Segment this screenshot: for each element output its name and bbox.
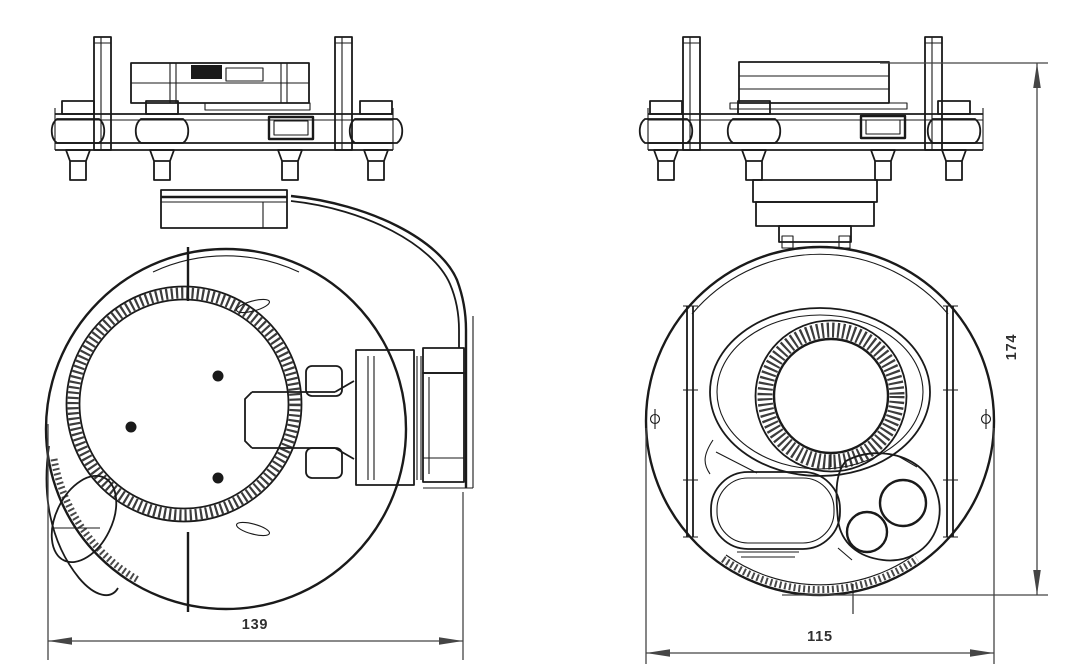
dimension-side-width: 139	[47, 424, 464, 660]
front-view	[638, 36, 996, 614]
side-view-yaw-motor	[160, 189, 288, 229]
side-view	[44, 36, 474, 612]
main-lens-outer	[754, 319, 908, 473]
front-view-camera-ball	[644, 245, 996, 614]
rim-slot	[235, 521, 271, 537]
side-cover-hatch-ring	[67, 287, 301, 521]
ball-inner-arc-top	[691, 253, 949, 315]
front-view-mount-plate	[638, 36, 984, 181]
thermal-window-inner	[716, 477, 835, 544]
motor-cap	[422, 347, 465, 374]
ball-bottom-hatch	[720, 556, 920, 594]
aux-lens-pod	[835, 452, 941, 562]
damper-module	[638, 100, 982, 144]
side-view-pitch-motor	[244, 347, 465, 486]
ball-inner-arc	[152, 255, 300, 273]
front-view-camera-face	[704, 307, 941, 562]
ball-outline	[44, 247, 408, 611]
side-view-camera-ball	[44, 247, 408, 612]
rim-slot	[235, 298, 271, 314]
side-rail-right	[943, 305, 958, 538]
thermal-window-outer	[710, 471, 841, 550]
cover-screw	[125, 421, 137, 433]
arrowhead-down	[1033, 570, 1041, 595]
shaft-clamp-top	[305, 365, 343, 397]
lens-hood-inner	[716, 314, 924, 470]
motor-body	[422, 372, 465, 483]
lens-barrel	[45, 445, 119, 597]
arrowhead-left	[48, 637, 72, 645]
arrowhead-right	[439, 637, 463, 645]
dimension-front-width-label: 115	[807, 629, 833, 645]
electronics-box	[729, 61, 908, 110]
side-rail-left	[683, 305, 698, 538]
front-view-yaw-motor	[752, 179, 878, 249]
ball-outline	[644, 245, 996, 597]
arrowhead-up	[1033, 63, 1041, 88]
dimension-side-width-label: 139	[242, 617, 269, 633]
cover-screw	[212, 472, 224, 484]
dimension-front-width: 115	[645, 428, 995, 664]
side-view-mount-plate	[50, 36, 404, 181]
electronics-box	[130, 62, 311, 111]
side-view-arm	[290, 194, 474, 489]
ball-inner-arc-bottom	[725, 554, 915, 586]
rim-screw-hole	[649, 409, 992, 429]
dimension-height: 174	[782, 62, 1048, 596]
extension-line	[645, 428, 995, 664]
side-cover-inner	[78, 298, 290, 510]
connector-port	[191, 65, 222, 79]
standoff-posts	[93, 36, 353, 151]
dimension-height-label: 174	[1004, 334, 1020, 361]
aux-lens-large	[878, 478, 928, 528]
shaft-clamp-bottom	[305, 447, 343, 479]
mount-bolts	[65, 149, 389, 181]
main-lens-hatch-ring	[757, 322, 905, 470]
dimensions: 139 115 174	[47, 62, 1048, 664]
side-cover-outer	[65, 285, 303, 523]
extension-line	[47, 424, 464, 660]
arrowhead-left	[646, 649, 670, 657]
plate-lower-band	[648, 142, 983, 151]
window-under-lines	[737, 551, 799, 558]
aux-lens-small	[845, 510, 889, 554]
connector-block	[859, 114, 907, 140]
mount-bolts	[653, 149, 967, 181]
cover-screw	[212, 370, 224, 382]
standoff-posts	[682, 36, 943, 151]
motor-bracket	[355, 349, 415, 486]
face-seam-lines	[704, 439, 918, 561]
connector-block	[267, 115, 315, 141]
arrowhead-right	[970, 649, 994, 657]
main-lens-inner	[772, 337, 890, 455]
damper-module	[50, 100, 404, 144]
